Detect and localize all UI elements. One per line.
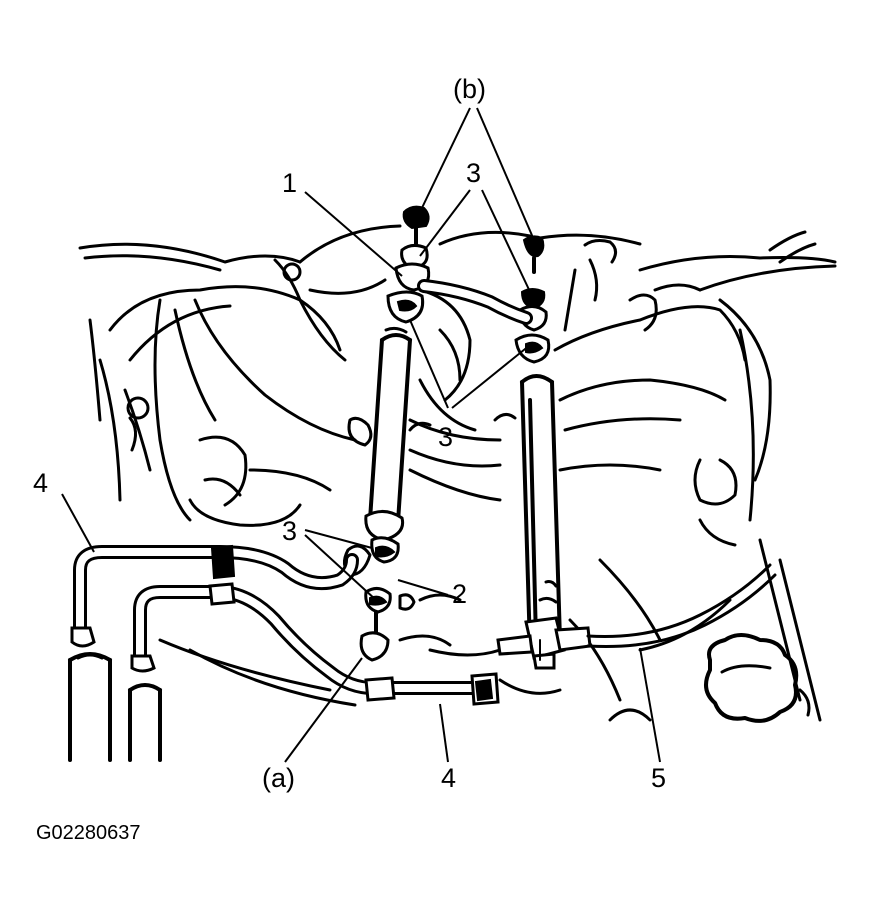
injector-parts-bottom bbox=[359, 587, 416, 662]
callout-2: 2 bbox=[452, 579, 467, 609]
figure-code: G02280637 bbox=[36, 822, 141, 844]
callout-3-left: 3 bbox=[282, 516, 297, 546]
leader-lines bbox=[61, 107, 661, 763]
fuel-rail-right bbox=[496, 374, 592, 670]
callout-1: 1 bbox=[282, 168, 297, 198]
callout-b: (b) bbox=[453, 74, 486, 104]
vacuum-hose bbox=[586, 563, 777, 649]
callout-a: (a) bbox=[262, 763, 295, 793]
callout-labels: (b) 1 3 3 3 2 4 4 5 (a) bbox=[33, 74, 666, 793]
supply-hoses bbox=[68, 652, 162, 762]
callout-4-bottom: 4 bbox=[441, 763, 456, 793]
crossover-tube bbox=[417, 279, 533, 325]
callout-3-middle: 3 bbox=[438, 422, 453, 452]
engine-outline bbox=[78, 224, 837, 723]
callout-4-left: 4 bbox=[33, 468, 48, 498]
fuel-rail-left bbox=[343, 326, 412, 577]
callout-3-top: 3 bbox=[466, 158, 481, 188]
callout-5: 5 bbox=[651, 763, 666, 793]
